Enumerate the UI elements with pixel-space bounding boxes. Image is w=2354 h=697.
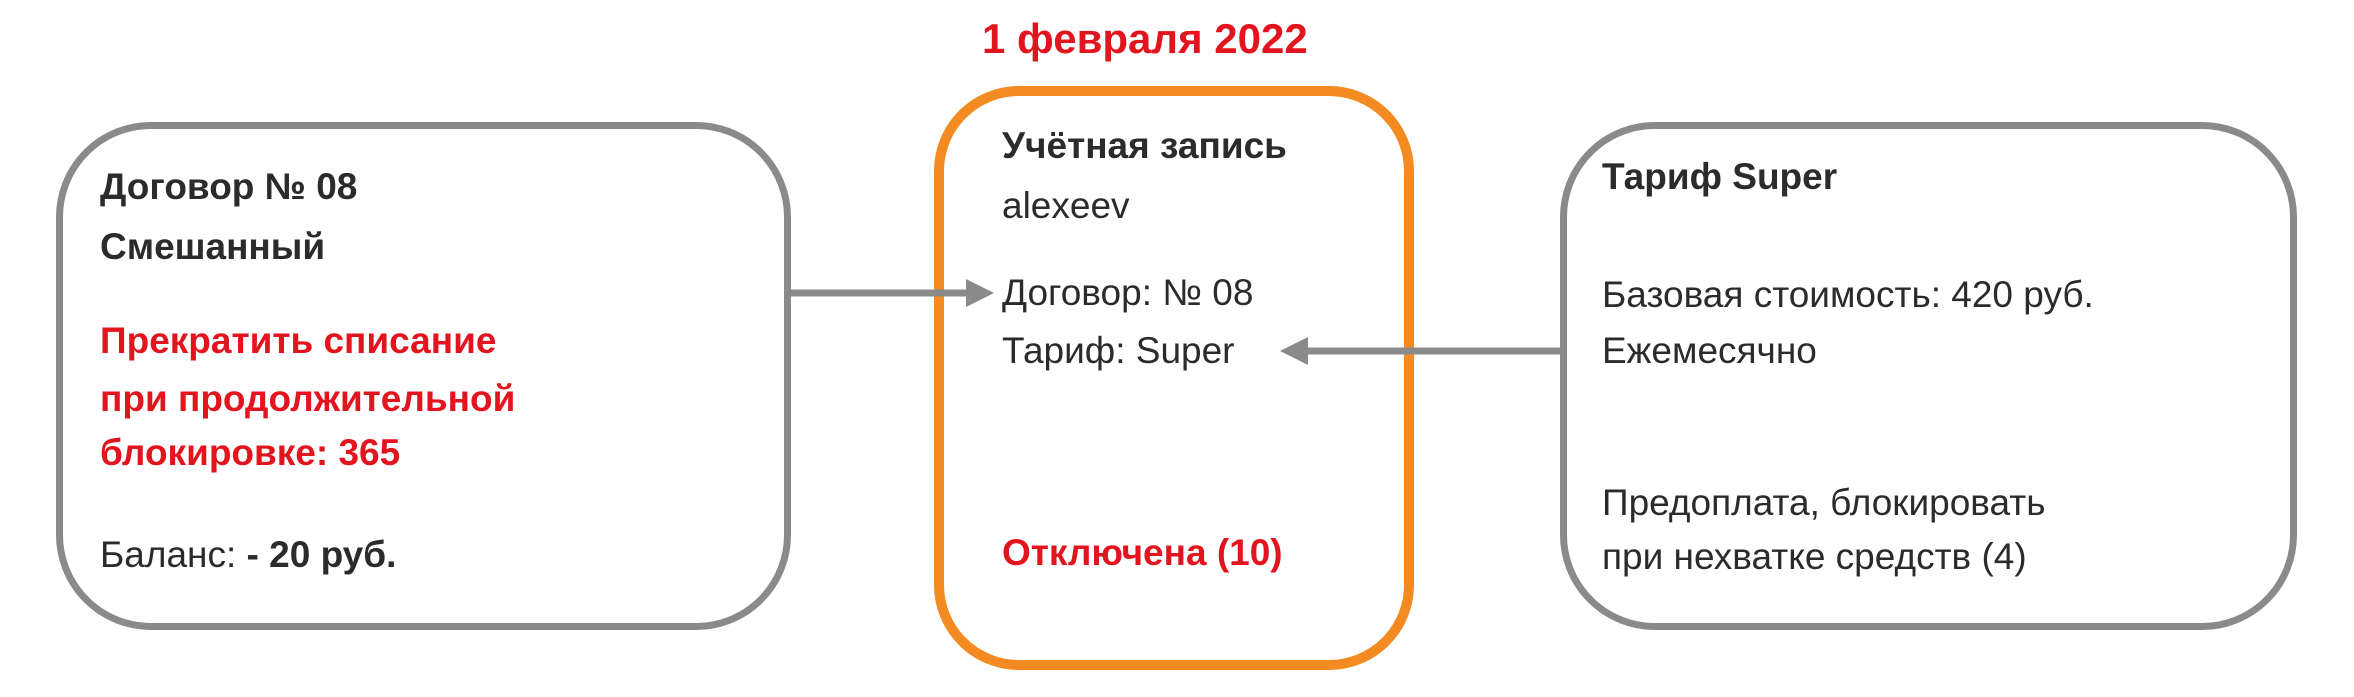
- contract-rule-line: Прекратить списание: [100, 320, 497, 361]
- tariff-title: Тариф Super: [1602, 156, 1838, 197]
- account-title: Учётная запись: [1002, 125, 1287, 166]
- contract-balance: Баланс: - 20 руб.: [100, 536, 396, 573]
- account-status: Отключена (10): [1002, 532, 1283, 573]
- tariff-payment-line: при нехватке средств (4): [1602, 536, 2027, 577]
- contract-rule-line: блокировке: 365: [100, 432, 401, 473]
- tariff-box: [1560, 122, 2297, 630]
- balance-value: - 20 руб.: [246, 534, 397, 575]
- contract-rule-line: при продолжительной: [100, 378, 516, 419]
- tariff-base-cost: Базовая стоимость: 420 руб.: [1602, 274, 2094, 315]
- account-contract: Договор: № 08: [1002, 272, 1254, 313]
- tariff-period: Ежемесячно: [1602, 330, 1817, 371]
- contract-type: Смешанный: [100, 226, 326, 267]
- arrow-contract-to-account: [791, 279, 994, 307]
- contract-title: Договор № 08: [100, 166, 358, 207]
- date-title: 1 февраля 2022: [982, 15, 1308, 62]
- account-login: alexeev: [1002, 185, 1130, 226]
- arrow-tariff-to-account: [1280, 337, 1560, 365]
- balance-label: Баланс:: [100, 534, 237, 575]
- contract-box: [56, 122, 791, 630]
- account-box: [934, 86, 1414, 670]
- account-tariff: Тариф: Super: [1002, 330, 1235, 371]
- tariff-payment-line: Предоплата, блокировать: [1602, 482, 2046, 523]
